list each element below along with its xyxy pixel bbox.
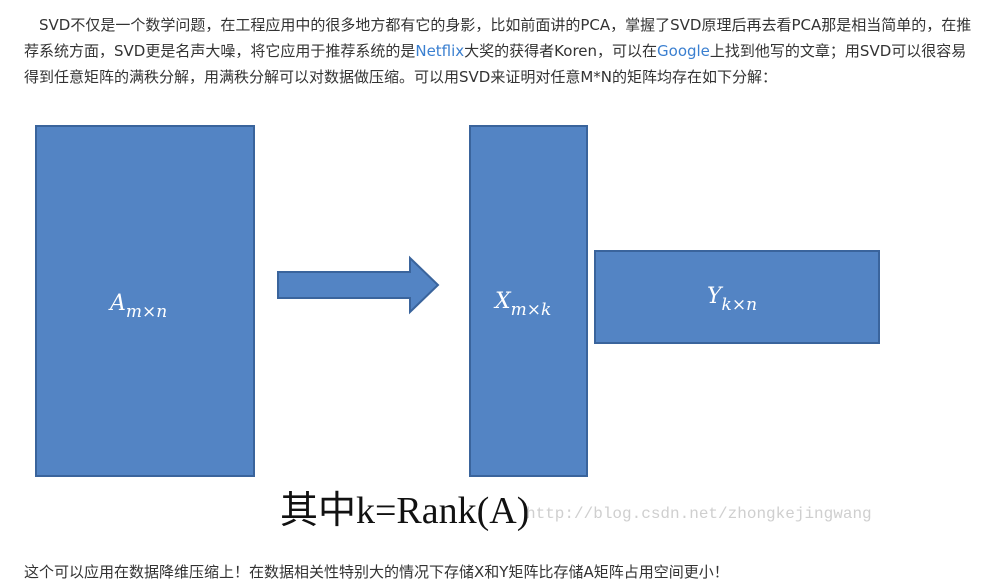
blog-watermark: http://blog.csdn.net/zhongkejingwang bbox=[526, 505, 872, 523]
matrix-a-base: A bbox=[108, 291, 126, 316]
matrix-y-block bbox=[594, 250, 880, 344]
matrix-x-subscript: m×k bbox=[511, 300, 552, 320]
matrix-a-label: Am×n bbox=[108, 291, 167, 322]
intro-text-part-2: 大奖的获得者Koren，可以在 bbox=[464, 42, 658, 60]
rank-caption: 其中k=Rank(A) bbox=[280, 490, 530, 532]
matrix-y-base: Y bbox=[707, 284, 724, 309]
intro-text-part-1: SVD不仅是一个数学问题，在工程应用中的很多地方都有它的身影，比如前面讲的PCA… bbox=[24, 16, 972, 60]
matrix-x-base: X bbox=[493, 289, 512, 314]
intro-paragraph: SVD不仅是一个数学问题，在工程应用中的很多地方都有它的身影，比如前面讲的PCA… bbox=[24, 12, 980, 90]
matrix-x-label: Xm×k bbox=[493, 289, 551, 320]
matrix-y-label: Yk×n bbox=[707, 284, 757, 315]
matrix-x-block bbox=[469, 125, 588, 477]
matrix-y-subscript: k×n bbox=[722, 295, 758, 315]
arrow-icon bbox=[277, 255, 440, 315]
google-link[interactable]: Google bbox=[657, 42, 710, 60]
matrix-a-subscript: m×n bbox=[126, 302, 167, 322]
intro-text-part-3: 上找到他写的文章；用SVD可以很容易得到任意矩阵的满秩分解，用满秩分解可以对数据… bbox=[24, 42, 967, 86]
footer-paragraph: 这个可以应用在数据降维压缩上！在数据相关性特别大的情况下存储X和Y矩阵比存储A矩… bbox=[24, 563, 729, 581]
netflix-link[interactable]: Netflix bbox=[415, 42, 465, 60]
matrix-a-block bbox=[35, 125, 255, 477]
